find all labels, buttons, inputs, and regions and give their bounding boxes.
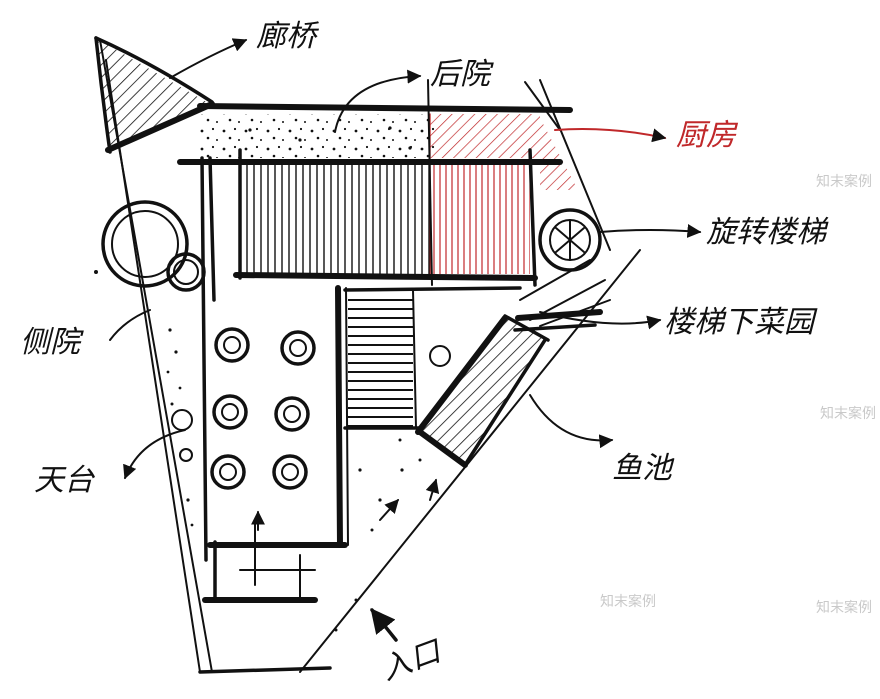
label-spiral-stair: 旋转楼梯 (706, 215, 829, 250)
tree (210, 454, 246, 490)
label-pool: 鱼池 (612, 451, 675, 486)
watermark-group: 知末案例 知末案例 知末案例 知末案例 (600, 173, 876, 616)
watermark: 知末案例 (600, 593, 656, 610)
tree-grid (210, 327, 316, 490)
central-wall-2 (345, 287, 349, 546)
kitchen-block (429, 113, 578, 276)
tree (214, 327, 250, 363)
stipple-band (200, 114, 435, 158)
tree (274, 396, 310, 432)
watermark: 知末案例 (820, 405, 876, 422)
side-yard-circles (101, 200, 206, 462)
label-entrance: 入口 (377, 633, 447, 687)
yard-wall-left (200, 156, 208, 562)
watermark: 知末案例 (816, 599, 872, 616)
top-wall (197, 103, 573, 113)
tree (272, 454, 308, 490)
under-stair-garden (429, 259, 611, 367)
stipple-dots (94, 126, 422, 632)
leader-lines (109, 38, 702, 480)
label-side-yard: 侧院 (20, 325, 84, 360)
entrance-arrows (370, 478, 440, 642)
label-backyard: 后院 (430, 57, 494, 92)
bottom-structure (202, 510, 348, 603)
yard-wall-left-2 (208, 156, 216, 302)
tree (212, 394, 248, 430)
label-under-stair-garden: 楼梯下菜园 (664, 305, 818, 340)
tree (280, 330, 316, 366)
central-wall (335, 285, 343, 548)
main-building (177, 79, 563, 287)
label-terrace: 天台 (34, 463, 96, 498)
watermark: 知末案例 (816, 173, 872, 190)
label-corridor: 廊桥 (256, 19, 320, 54)
stair-block (343, 286, 522, 430)
corridor-triangle (94, 36, 215, 154)
pool (415, 314, 550, 468)
label-kitchen: 厨房 (676, 118, 739, 153)
spiral-stair-symbol (538, 208, 602, 272)
